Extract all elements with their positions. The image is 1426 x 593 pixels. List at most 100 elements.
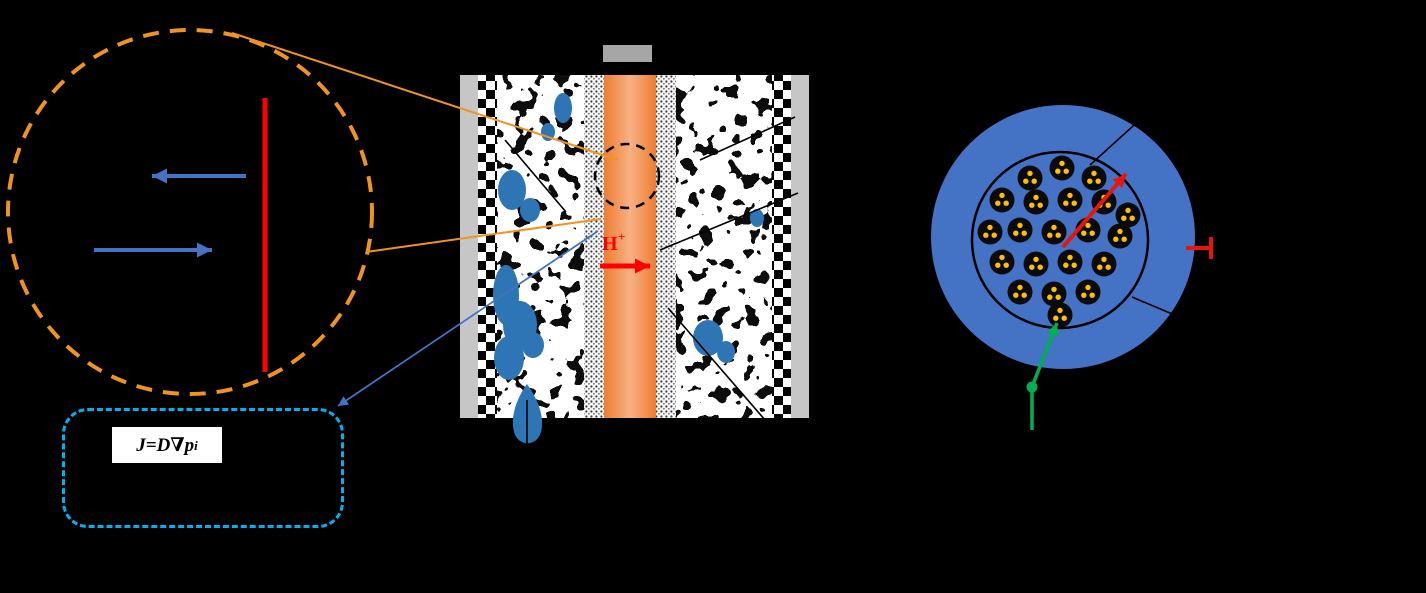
carbon-particle xyxy=(1081,165,1107,191)
membrane-zoom-target-circle xyxy=(593,142,661,210)
carbon-particle xyxy=(1023,251,1049,277)
pt-nanoparticle-dot xyxy=(995,262,1001,268)
water-blob xyxy=(693,320,723,356)
water-blob xyxy=(750,209,764,227)
bipolar-plate-right xyxy=(791,75,809,418)
flux-equation: J=D∇p xyxy=(136,434,195,456)
pt-nanoparticle-dot xyxy=(999,192,1005,199)
catalyst-agglomerate-diagram xyxy=(931,67,1263,430)
pt-nanoparticle-dot xyxy=(1017,284,1023,291)
flow-field-left xyxy=(478,75,497,418)
pt-nanoparticle-dot xyxy=(1013,230,1019,236)
carbon-particle xyxy=(1007,217,1033,243)
pt-nanoparticle-dot xyxy=(1129,215,1135,221)
ionomer-film-thickness-marker xyxy=(1186,237,1213,259)
catalyst-layer-anode xyxy=(584,75,604,418)
zoom-connector-bottom xyxy=(365,218,602,253)
proton-label: H xyxy=(602,233,618,255)
pt-nanoparticle-dot xyxy=(1055,294,1061,300)
pt-nanoparticle-dot xyxy=(1053,315,1059,321)
water-blob xyxy=(717,341,735,363)
pt-nanoparticle-dot xyxy=(1117,228,1123,235)
pt-nanoparticle-dot xyxy=(1063,168,1069,174)
pt-nanoparticle-dot xyxy=(1055,168,1061,174)
leader-line xyxy=(699,116,796,161)
pt-nanoparticle-dot xyxy=(1027,170,1033,177)
pt-nanoparticle-dot xyxy=(1021,230,1027,236)
pt-nanoparticle-dot xyxy=(1031,178,1037,184)
mea-cross-section: H + xyxy=(460,45,809,462)
liquid-water-right xyxy=(693,209,764,363)
carbon-particle xyxy=(977,219,1003,245)
water-blob xyxy=(554,93,572,123)
pt-nanoparticle-dot xyxy=(1089,292,1095,298)
pt-nanoparticle-dot xyxy=(1063,200,1069,206)
leader-line xyxy=(1131,296,1263,353)
bipolar-plate-left xyxy=(460,75,478,418)
carbon-particle xyxy=(989,187,1015,213)
carbon-particle xyxy=(1047,302,1073,328)
pt-nanoparticle-dot xyxy=(1037,202,1043,208)
pt-nanoparticle-dot xyxy=(1029,264,1035,270)
carbon-particle xyxy=(1057,187,1083,213)
pt-nanoparticle-dot xyxy=(1085,284,1091,291)
pt-nanoparticle-dot xyxy=(1071,262,1077,268)
pt-nanoparticle-dot xyxy=(1051,286,1057,293)
pt-nanoparticle-dot xyxy=(1091,170,1097,177)
pt-nanoparticle-dot xyxy=(1029,202,1035,208)
carbon-particle xyxy=(1107,223,1133,249)
pt-nanoparticle-dot xyxy=(1105,264,1111,270)
pt-nanoparticle-dot xyxy=(1033,194,1039,201)
agglomerate-radius-arrow xyxy=(1061,172,1128,249)
pt-nanoparticle-dot xyxy=(1105,202,1111,208)
pt-nanoparticle-dot xyxy=(1067,192,1073,199)
locator-arrow xyxy=(1030,322,1059,388)
pt-nanoparticle-dot xyxy=(1003,262,1009,268)
flux-equation-subscript: i xyxy=(194,437,198,453)
pt-nanoparticle-dot xyxy=(1037,264,1043,270)
carbon-particle xyxy=(1041,281,1067,307)
pt-nanoparticle-dot xyxy=(1125,207,1131,214)
mea-leader-lines xyxy=(504,116,799,462)
pt-nanoparticle-dot xyxy=(983,232,989,238)
pt-nanoparticle-dot xyxy=(1081,292,1087,298)
proton-superscript: + xyxy=(618,229,625,244)
agglomerate-leader-lines xyxy=(1089,67,1263,353)
carbon-particle xyxy=(1075,279,1101,305)
zoom-inset-circle xyxy=(6,28,374,396)
pt-nanoparticle-dot xyxy=(1095,178,1101,184)
pt-nanoparticle-dot xyxy=(1101,256,1107,263)
flow-field-right xyxy=(772,75,791,418)
equation-pointer-arrow xyxy=(337,230,599,407)
pt-nanoparticle-dot xyxy=(1057,307,1063,314)
pt-nanoparticle-dot xyxy=(1017,222,1023,229)
pt-nanoparticle-dot xyxy=(1033,256,1039,263)
pt-nanoparticle-dot xyxy=(1121,215,1127,221)
pt-nanoparticle-dot xyxy=(1081,230,1087,236)
water-blob xyxy=(522,332,544,358)
pt-nanoparticle-dot xyxy=(1113,236,1119,242)
pt-nanoparticle-dot xyxy=(1121,236,1127,242)
leader-line xyxy=(667,307,773,429)
locator-pointer xyxy=(1026,322,1059,430)
pt-nanoparticle-dot xyxy=(1047,232,1053,238)
pt-nanoparticle-dot xyxy=(1055,232,1061,238)
water-blob xyxy=(520,198,540,222)
pt-nanoparticle-dot xyxy=(1023,178,1029,184)
top-gray-block xyxy=(603,45,652,62)
pt-nanoparticle-dot xyxy=(987,224,993,231)
pt-nanoparticle-dot xyxy=(1051,224,1057,231)
carbon-particle xyxy=(1007,279,1033,305)
carbon-particle xyxy=(989,249,1015,275)
membrane xyxy=(604,75,656,418)
zoom-connector-top xyxy=(231,32,619,161)
leader-line xyxy=(659,192,799,251)
pt-nanoparticle-dot xyxy=(1067,254,1073,261)
pt-nanoparticle-dot xyxy=(1087,178,1093,184)
pt-nanoparticle-dot xyxy=(999,254,1005,261)
pt-nanoparticle-dot xyxy=(1085,222,1091,229)
carbon-particle xyxy=(1017,165,1043,191)
